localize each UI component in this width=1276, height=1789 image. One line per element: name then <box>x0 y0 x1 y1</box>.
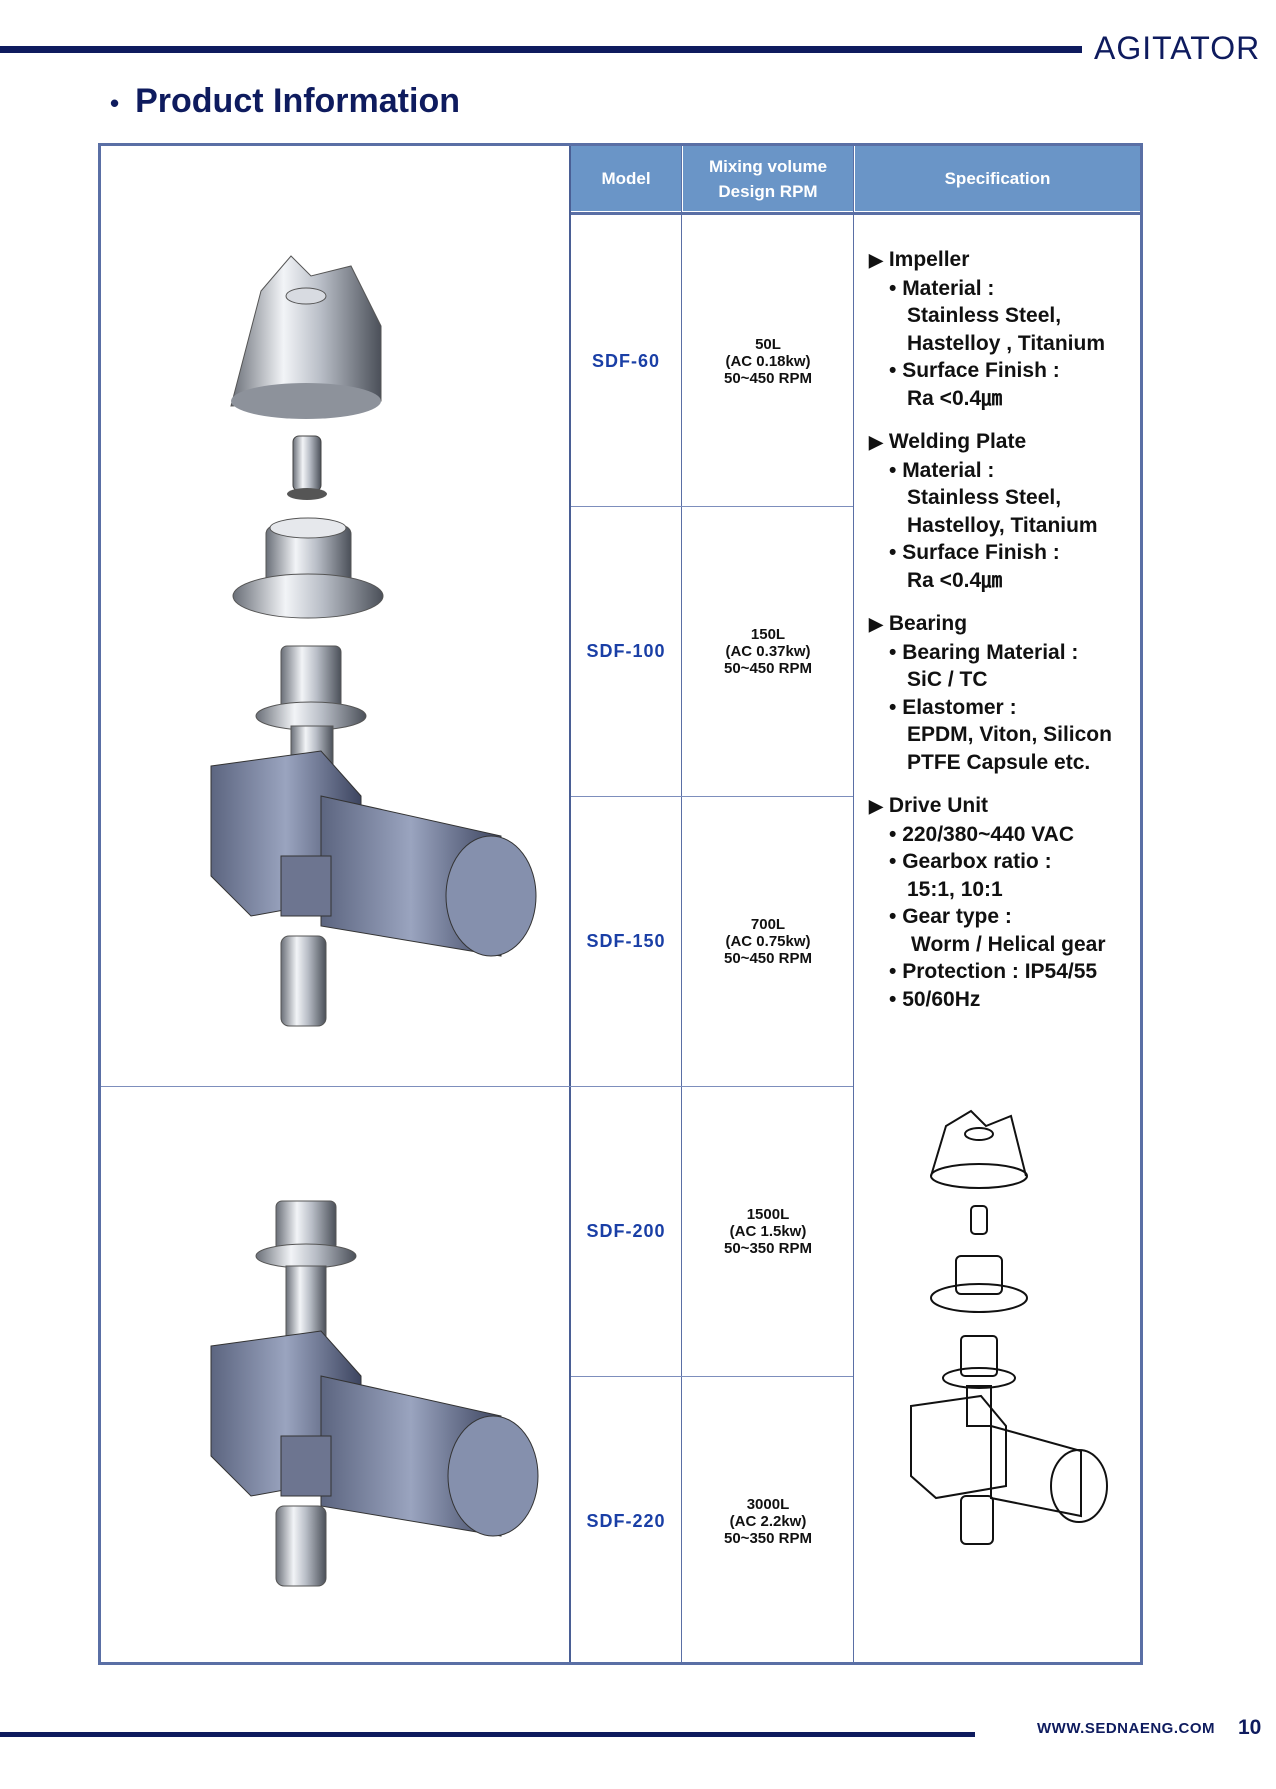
row-divider <box>101 1086 853 1087</box>
page-title-text: Product Information <box>135 82 460 120</box>
volume: 700L <box>750 915 786 933</box>
model-sdf-60: SDF-60 <box>591 350 660 371</box>
spec-label: Material : <box>902 458 995 482</box>
column-divider <box>681 146 682 1662</box>
volume: 1500L <box>746 1205 790 1223</box>
spec-bearing: ▶Bearing • Bearing Material : SiC / TC •… <box>869 610 1139 776</box>
footer-url: WWW.SEDNAENG.COM <box>1037 1720 1215 1737</box>
header-mixing: Mixing volume Design RPM <box>683 146 853 211</box>
triangle-icon: ▶ <box>869 614 883 634</box>
row-divider <box>571 1376 853 1377</box>
spec-drive-unit: ▶Drive Unit • 220/380~440 VAC • Gearbox … <box>869 792 1139 1013</box>
spec-value: Protection : IP54/55 <box>902 960 1098 983</box>
power: (AC 2.2kw) <box>729 1512 807 1530</box>
rpm: 50~450 RPM <box>724 659 812 677</box>
table-row: 700L (AC 0.75kw) 50~450 RPM <box>683 796 853 1086</box>
spec-heading: Impeller <box>888 248 970 271</box>
spec-heading: Drive Unit <box>888 794 989 817</box>
spec-label: Surface Finish : <box>902 359 1060 382</box>
rpm: 50~350 RPM <box>724 1529 812 1547</box>
spec-label: Bearing Material : <box>902 640 1079 664</box>
table-row: 150L (AC 0.37kw) 50~450 RPM <box>683 506 853 796</box>
spec-value: Ra <0.4㎛ <box>907 568 1003 592</box>
agitator-line-drawing <box>910 1109 1108 1545</box>
page-number: 10 <box>1238 1716 1262 1739</box>
spec-value: Ra <0.4㎛ <box>907 386 1003 410</box>
model-sdf-100: SDF-100 <box>586 640 666 661</box>
model-sdf-200: SDF-200 <box>586 1220 666 1241</box>
footer-rule <box>0 1732 975 1737</box>
spec-value: Hastelloy, Titanium <box>907 513 1098 537</box>
rpm: 50~450 RPM <box>724 949 812 967</box>
row-divider <box>571 506 853 507</box>
power: (AC 0.75kw) <box>725 932 811 950</box>
table-row: 50L (AC 0.18kw) 50~450 RPM <box>683 216 853 506</box>
spec-value: PTFE Capsule etc. <box>907 750 1091 774</box>
top-rule <box>0 46 1082 53</box>
triangle-icon: ▶ <box>869 796 883 816</box>
rpm: 50~350 RPM <box>724 1239 812 1257</box>
spec-value: 220/380~440 VAC <box>902 822 1075 846</box>
assembled-agitator-image <box>210 1200 539 1587</box>
header-specification: Specification <box>855 146 1140 211</box>
spec-welding-plate: ▶Welding Plate • Material : Stainless St… <box>869 428 1139 594</box>
page-title: • Product Information <box>110 82 460 121</box>
header-model: Model <box>571 146 681 211</box>
brand-label: AGITATOR <box>1094 30 1261 66</box>
power: (AC 0.18kw) <box>725 352 811 370</box>
spec-value: EPDM, Viton, Silicon <box>907 723 1112 746</box>
spec-value: Hastelloy , Titanium <box>907 331 1105 355</box>
model-sdf-150: SDF-150 <box>586 930 666 951</box>
spec-label: Gear type : <box>902 905 1012 928</box>
specification-list: ▶Impeller • Material : Stainless Steel, … <box>869 246 1139 1029</box>
spec-value: Stainless Steel, <box>907 486 1062 509</box>
table-row: 1500L (AC 1.5kw) 50~350 RPM <box>683 1086 853 1376</box>
volume: 50L <box>755 335 781 353</box>
column-divider <box>569 146 571 1662</box>
volume: 3000L <box>746 1495 790 1513</box>
spec-heading: Bearing <box>888 612 968 635</box>
spec-heading: Welding Plate <box>888 430 1027 453</box>
spec-impeller: ▶Impeller • Material : Stainless Steel, … <box>869 246 1139 412</box>
title-bullet: • <box>110 87 120 118</box>
product-table: Model Mixing volume Design RPM Specifica… <box>98 143 1143 1665</box>
triangle-icon: ▶ <box>869 250 883 270</box>
volume: 150L <box>750 625 786 643</box>
triangle-icon: ▶ <box>869 432 883 452</box>
column-divider <box>853 146 854 1662</box>
spec-label: Material : <box>902 276 995 300</box>
header-rule <box>571 212 1140 215</box>
power: (AC 0.37kw) <box>725 642 811 660</box>
header-design-rpm: Design RPM <box>718 181 818 201</box>
spec-value: Stainless Steel, <box>907 304 1062 327</box>
spec-label: Surface Finish : <box>902 541 1060 564</box>
spec-value: Worm / Helical gear <box>911 932 1106 956</box>
model-sdf-220: SDF-220 <box>586 1510 666 1531</box>
header-mixing-volume: Mixing volume <box>708 156 828 176</box>
spec-value: 15:1, 10:1 <box>907 877 1003 901</box>
spec-value: 50/60Hz <box>902 987 981 1011</box>
rpm: 50~450 RPM <box>724 369 812 387</box>
row-divider <box>571 796 853 797</box>
power: (AC 1.5kw) <box>729 1222 807 1240</box>
spec-value: SiC / TC <box>907 668 988 691</box>
spec-label: Gearbox ratio : <box>902 850 1052 873</box>
spec-label: Elastomer : <box>902 695 1017 719</box>
table-row: 3000L (AC 2.2kw) 50~350 RPM <box>683 1376 853 1666</box>
exploded-agitator-image <box>210 255 537 1027</box>
